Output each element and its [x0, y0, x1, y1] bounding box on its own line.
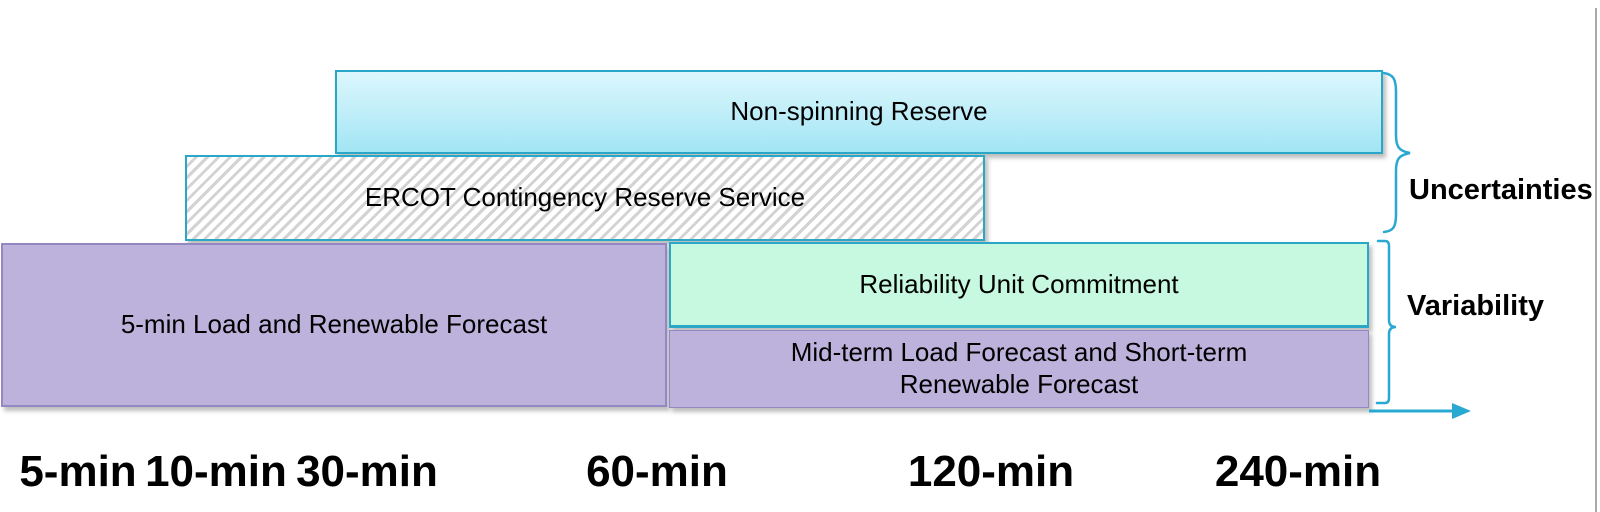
- bar-non-spinning-reserve-label: Non-spinning Reserve: [730, 96, 988, 127]
- uncertainties-label: Uncertainties: [1409, 174, 1593, 206]
- bar-midterm-load-shortterm-renewable-forecast: Mid-term Load Forecast and Short-term Re…: [669, 330, 1369, 408]
- bar-non-spinning-reserve: Non-spinning Reserve: [335, 70, 1383, 154]
- bar-reliability-unit-commitment: Reliability Unit Commitment: [669, 242, 1369, 328]
- axis-tick-120min: 120-min: [907, 447, 1075, 496]
- axis-tick-60min: 60-min: [586, 447, 728, 496]
- variability-label: Variability: [1407, 290, 1545, 322]
- slide-right-edge-divider: [1595, 8, 1597, 512]
- time-axis-arrow-icon: [1369, 403, 1471, 419]
- axis-tick-10min: 10-min: [145, 447, 287, 496]
- bar-midterm-load-shortterm-renewable-forecast-label: Mid-term Load Forecast and Short-term Re…: [790, 337, 1248, 399]
- axis-tick-30min: 30-min: [296, 447, 438, 496]
- uncertainties-brace-icon: [1381, 71, 1411, 234]
- variability-bracket-icon: [1375, 239, 1397, 405]
- bar-5min-load-renewable-forecast-label: 5-min Load and Renewable Forecast: [120, 309, 548, 340]
- bar-reliability-unit-commitment-label: Reliability Unit Commitment: [859, 268, 1179, 299]
- axis-tick-240min: 240-min: [1214, 447, 1382, 496]
- bar-ercot-contingency-reserve-service: ERCOT Contingency Reserve Service: [185, 155, 985, 241]
- bar-5min-load-renewable-forecast: 5-min Load and Renewable Forecast: [1, 243, 667, 407]
- axis-tick-5min: 5-min: [19, 447, 137, 496]
- bar-ercot-contingency-reserve-service-label: ERCOT Contingency Reserve Service: [364, 182, 806, 213]
